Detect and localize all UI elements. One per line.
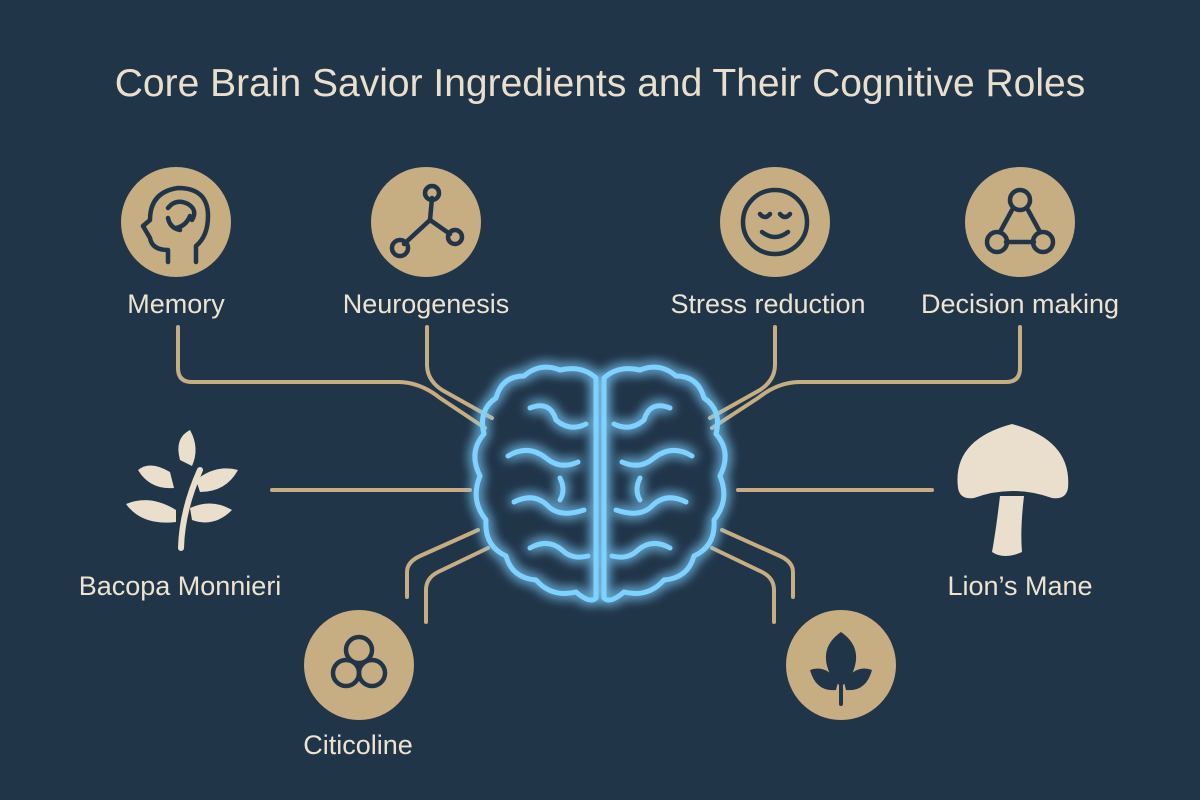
- ingredient-label-lions-mane: Lion’s Mane: [947, 571, 1093, 601]
- brain-icon: [472, 364, 728, 603]
- role-label-stress-reduction: Stress reduction: [670, 289, 866, 319]
- ingredient-label-bacopa-monnieri: Bacopa Monnieri: [78, 571, 282, 601]
- molecule-icon: [371, 167, 481, 277]
- calm-face-icon: [720, 167, 830, 277]
- connector-memory: [176, 325, 487, 430]
- connector-leaf-a: [720, 528, 795, 599]
- role-label-decision-making: Decision making: [920, 289, 1120, 319]
- molecule-cluster-icon: [304, 610, 414, 720]
- connector-citicoline-b: [424, 546, 490, 624]
- network-nodes-icon: [965, 167, 1075, 277]
- connector-decision-making: [710, 325, 1022, 430]
- role-label-neurogenesis: Neurogenesis: [342, 289, 510, 319]
- mushroom-icon: [957, 424, 1069, 556]
- ingredient-label-citicoline: Citicoline: [303, 730, 413, 760]
- leaf-icon: [786, 610, 896, 720]
- connector-leaf-b: [710, 546, 776, 624]
- page-title: Core Brain Savior Ingredients and Their …: [114, 62, 1086, 105]
- connector-citicoline-a: [405, 528, 480, 599]
- connector-stress-reduction: [708, 325, 777, 420]
- role-label-memory: Memory: [127, 289, 225, 319]
- connectors: [176, 325, 1022, 624]
- connector-neurogenesis: [425, 325, 494, 420]
- head-profile-icon: [121, 167, 231, 277]
- plant-icon: [126, 430, 238, 551]
